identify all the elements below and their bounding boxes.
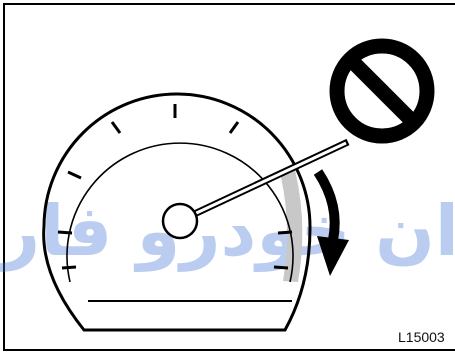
tick-mark bbox=[274, 267, 288, 268]
figure-code: L15003 bbox=[398, 329, 445, 345]
tick-mark bbox=[278, 232, 292, 233]
tick-mark bbox=[58, 232, 72, 233]
no-entry-prohibition-icon bbox=[337, 46, 427, 136]
tick-mark bbox=[62, 267, 76, 268]
tick-mark bbox=[112, 122, 120, 133]
tick-mark bbox=[68, 172, 81, 178]
tick-mark bbox=[230, 122, 238, 133]
needle-hub bbox=[163, 204, 197, 238]
